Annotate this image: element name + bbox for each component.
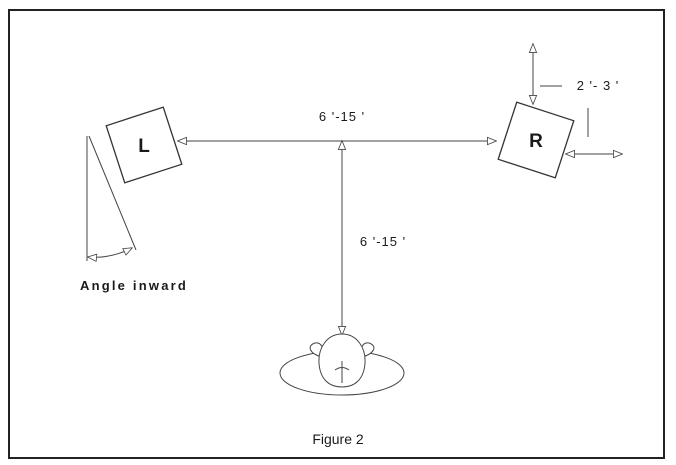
- listener-nose-mark: [334, 361, 350, 383]
- wall-distance-label: 2 '- 3 ': [577, 78, 620, 93]
- left-speaker-box: [105, 106, 183, 184]
- listener-figure: [279, 333, 405, 396]
- speaker-spacing-label: 6 '-15 ': [319, 109, 365, 124]
- angle-arc-arrow: [88, 248, 132, 257]
- angle-toe-in-line: [88, 135, 137, 251]
- right-speaker: R: [497, 101, 575, 179]
- angle-indicator: [86, 135, 137, 261]
- listener-distance-label: 6 '-15 ': [360, 234, 406, 249]
- listener-head: [318, 333, 366, 388]
- left-speaker-label: L: [138, 136, 150, 157]
- right-speaker-box: [497, 101, 575, 179]
- angle-inward-label: Angle inward: [80, 278, 188, 293]
- figure-frame: [8, 9, 665, 459]
- figure-caption: Figure 2: [312, 431, 364, 447]
- left-speaker: L: [105, 106, 183, 184]
- right-speaker-label: R: [529, 131, 543, 152]
